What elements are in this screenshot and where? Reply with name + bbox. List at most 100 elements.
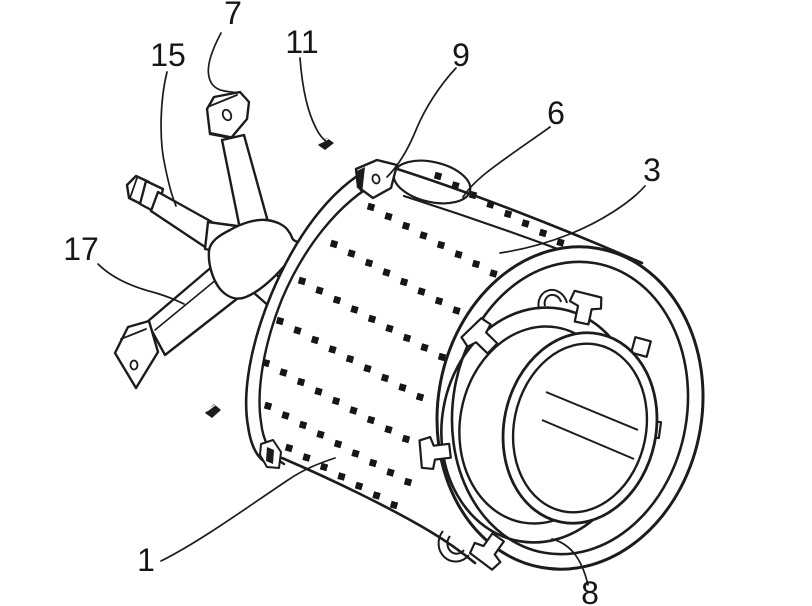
perforation-dot	[401, 434, 411, 444]
label-6: 6	[547, 95, 565, 131]
perforation-dot	[328, 345, 337, 354]
perforation-dot	[337, 472, 346, 481]
perforation-dot	[316, 430, 325, 439]
perforation-dot	[298, 420, 308, 430]
perforation-dot	[329, 239, 339, 249]
perforation-dot	[451, 181, 460, 190]
pellet-11	[318, 138, 334, 150]
perforation-dot	[331, 396, 341, 406]
reference-numerals: 7 15 11 9 6 3 17 1 8	[63, 0, 661, 606]
perforation-dot	[419, 231, 428, 240]
label-1: 1	[137, 542, 155, 578]
perforation-dot	[399, 277, 409, 287]
perforation-dot	[364, 258, 374, 268]
perforation-dot	[363, 364, 372, 373]
leader-6	[462, 126, 551, 198]
perforation-dot	[415, 392, 425, 402]
leader-9	[386, 67, 457, 178]
perforation-dot	[433, 171, 443, 181]
leader-17	[97, 263, 185, 305]
mount-plate	[205, 90, 251, 140]
perforation-dot	[296, 377, 306, 387]
perforation-dot	[367, 314, 377, 324]
perforation-dot	[384, 212, 393, 221]
perforation-dot	[503, 209, 513, 219]
label-15: 15	[150, 37, 186, 73]
perforation-dot	[315, 286, 324, 295]
spider-assembly	[113, 90, 307, 390]
rim-notch-top	[537, 288, 568, 310]
perforation-dot	[402, 333, 412, 343]
perforation-dot	[420, 343, 429, 352]
perforation-dot	[275, 316, 285, 326]
rim-bracket	[354, 158, 399, 200]
perforation-dot	[417, 287, 426, 296]
perforation-dot	[302, 453, 311, 462]
plate-hole	[221, 108, 233, 122]
perforation-dot	[386, 468, 395, 477]
perforation-dot	[293, 326, 302, 335]
leader-3	[499, 185, 646, 254]
pad-hole	[129, 359, 139, 371]
fastener-pellets	[205, 138, 334, 418]
perforation-dot	[281, 411, 290, 420]
perforation-dot	[261, 358, 271, 368]
perforation-dot	[401, 221, 411, 231]
perforation-dot	[314, 387, 323, 396]
rear-rim-outer	[244, 165, 374, 467]
leader-7	[207, 32, 239, 94]
perforation-dot	[403, 477, 413, 487]
label-7: 7	[224, 0, 242, 31]
perforation-dot	[347, 249, 356, 258]
perforation-dot	[345, 354, 355, 364]
perforation-dot	[489, 269, 498, 278]
rim-notch-bottom	[437, 530, 470, 563]
perforation-dot	[372, 491, 381, 500]
opening-ring-inner	[511, 342, 649, 514]
leader-11	[299, 57, 328, 143]
opening-ring-outer	[501, 331, 659, 525]
perforation-dot	[468, 190, 478, 200]
perforation-dot	[452, 306, 461, 315]
perforation-dot	[332, 295, 342, 305]
front-ring	[417, 245, 705, 573]
perforation-dot	[454, 250, 463, 259]
label-17: 17	[63, 231, 99, 267]
perforation-dot	[368, 458, 378, 468]
perforation-dot	[521, 219, 530, 228]
label-3: 3	[643, 152, 661, 188]
perforation-dot	[538, 228, 548, 238]
perforation-dot	[263, 401, 273, 411]
leader-lines	[97, 32, 646, 586]
label-9: 9	[452, 37, 470, 73]
perforation-dot	[284, 443, 294, 453]
perforation-dot	[389, 500, 399, 510]
ring-tab-upper-right	[630, 336, 652, 358]
perforation-dot	[366, 415, 376, 425]
label-8: 8	[581, 575, 599, 606]
perforation-dot	[385, 324, 394, 333]
perforation-dot	[319, 462, 329, 472]
perforation-dot	[279, 368, 288, 377]
perforation-dot	[556, 238, 565, 247]
perforation-dot	[333, 439, 343, 449]
perforation-dot	[398, 383, 407, 392]
rear-rim-inner	[258, 178, 383, 466]
rim-latch	[259, 439, 282, 469]
perforation-field	[261, 171, 583, 510]
opening-chords	[541, 391, 639, 460]
spider-arm-upper	[220, 133, 270, 231]
mount-pad	[113, 319, 160, 390]
perforation-dot	[382, 268, 391, 277]
leader-8	[551, 538, 589, 586]
front-rim-inner	[450, 260, 690, 556]
seam-upper	[389, 165, 644, 265]
perforation-dot	[384, 425, 393, 434]
perforation-dot	[297, 276, 307, 286]
perforation-dot	[366, 202, 376, 212]
perforation-dot	[350, 305, 359, 314]
shaft-body	[149, 190, 214, 249]
pellet-lower	[205, 404, 221, 418]
